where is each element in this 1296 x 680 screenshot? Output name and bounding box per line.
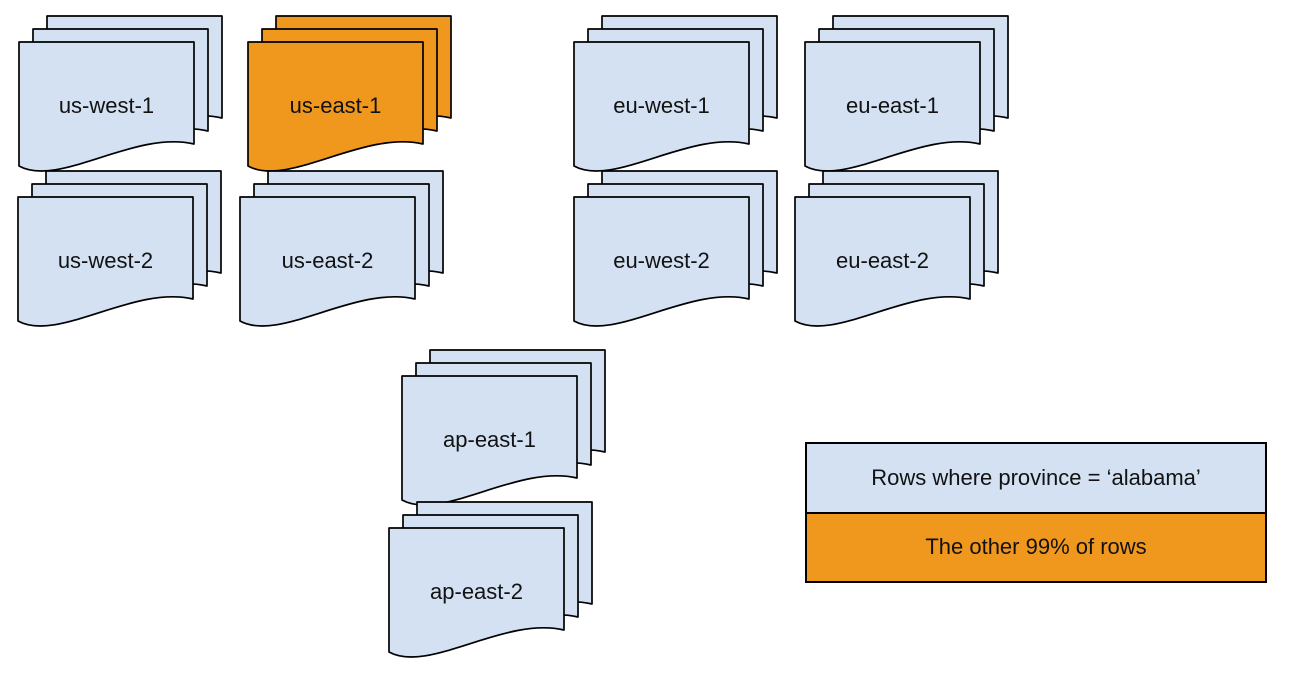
- legend-label-alabama-rows: Rows where province = ‘alabama’: [871, 464, 1201, 490]
- region-label: eu-west-1: [613, 93, 710, 118]
- stack-us-west-2: us-west-2: [17, 170, 222, 327]
- legend-item-other-rows: The other 99% of rows: [807, 511, 1265, 581]
- region-label: us-east-2: [282, 248, 374, 273]
- region-label: ap-east-2: [430, 579, 523, 604]
- stack-eu-east-1: eu-east-1: [804, 15, 1009, 172]
- legend-label-other-rows: The other 99% of rows: [925, 534, 1147, 560]
- stack-ap-east-2: ap-east-2: [388, 501, 593, 658]
- stack-eu-east-2: eu-east-2: [794, 170, 999, 327]
- legend-item-alabama-rows: Rows where province = ‘alabama’: [807, 444, 1265, 512]
- region-label: us-west-1: [59, 93, 154, 118]
- region-label: ap-east-1: [443, 427, 536, 452]
- region-label: eu-east-1: [846, 93, 939, 118]
- region-label: eu-west-2: [613, 248, 710, 273]
- region-label: us-west-2: [58, 248, 153, 273]
- stack-us-east-1: us-east-1: [247, 15, 452, 172]
- stack-eu-west-1: eu-west-1: [573, 15, 778, 172]
- stack-eu-west-2: eu-west-2: [573, 170, 778, 327]
- stack-ap-east-1: ap-east-1: [401, 349, 606, 506]
- region-label: us-east-1: [290, 93, 382, 118]
- stack-us-east-2: us-east-2: [239, 170, 444, 327]
- stack-us-west-1: us-west-1: [18, 15, 223, 172]
- legend: Rows where province = ‘alabama’ The othe…: [805, 442, 1267, 583]
- region-label: eu-east-2: [836, 248, 929, 273]
